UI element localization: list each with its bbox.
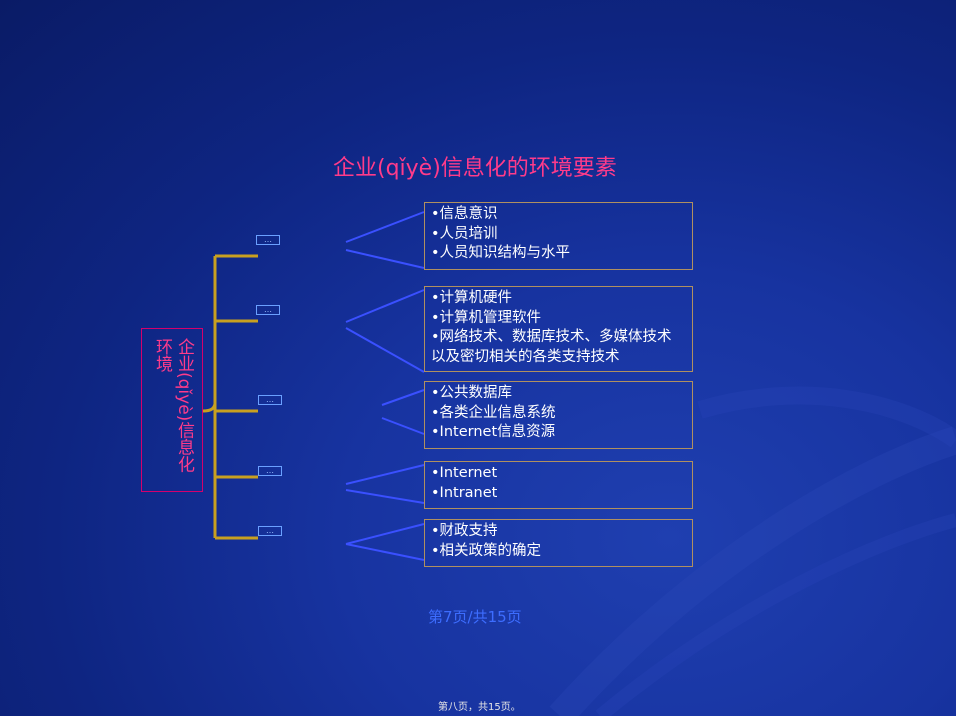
connectors xyxy=(345,211,425,561)
branch-tag-4: … xyxy=(258,466,282,476)
branch-tag-2: … xyxy=(256,305,280,315)
list-item: •信息意识 xyxy=(431,206,498,222)
list-item: •Internet xyxy=(431,465,498,481)
list-item: •人员知识结构与水平 xyxy=(431,245,571,261)
bg-swoosh xyxy=(595,513,956,716)
list-item: •Internet信息资源 xyxy=(431,424,556,440)
detail-box-information-resources: •公共数据库 •各类企业信息系统 •Internet信息资源 xyxy=(424,381,693,449)
list-item: •公共数据库 xyxy=(431,385,513,401)
detail-box-technology: •计算机硬件 •计算机管理软件 •网络技术、数据库技术、多媒体技术以及密切相关的… xyxy=(424,286,693,372)
list-item: •各类企业信息系统 xyxy=(431,404,556,421)
list-item: •Intranet xyxy=(431,484,498,501)
list-item: •计算机硬件 xyxy=(431,290,513,306)
list-item: •计算机管理软件 xyxy=(431,309,542,326)
detail-box-policy: •财政支持 •相关政策的确定 xyxy=(424,519,693,567)
list-item: •人员培训 xyxy=(431,225,498,242)
branch-tag-5: … xyxy=(258,526,282,536)
detail-box-network: •Internet •Intranet xyxy=(424,461,693,509)
root-label-line1: 企业(qǐyè)信息化 xyxy=(174,338,194,473)
branch-tag-1: … xyxy=(256,235,280,245)
bg-swoosh xyxy=(697,386,956,448)
list-item: •相关政策的确定 xyxy=(431,542,542,559)
page-number: 第7页/共15页 xyxy=(428,608,522,626)
slide-title: 企业(qǐyè)信息化的环境要素 xyxy=(333,156,617,181)
detail-box-awareness: •信息意识 •人员培训 •人员知识结构与水平 xyxy=(424,202,693,270)
list-item: •网络技术、数据库技术、多媒体技术以及密切相关的各类支持技术 xyxy=(431,329,672,365)
bg-swoosh xyxy=(549,426,956,716)
root-label-line2: 环境 xyxy=(152,338,172,372)
list-item: •财政支持 xyxy=(431,523,498,539)
branch-tag-3: … xyxy=(258,395,282,405)
page-note: 第八页，共15页。 xyxy=(438,702,521,713)
tree-bracket xyxy=(202,254,258,540)
root-node xyxy=(141,328,203,492)
